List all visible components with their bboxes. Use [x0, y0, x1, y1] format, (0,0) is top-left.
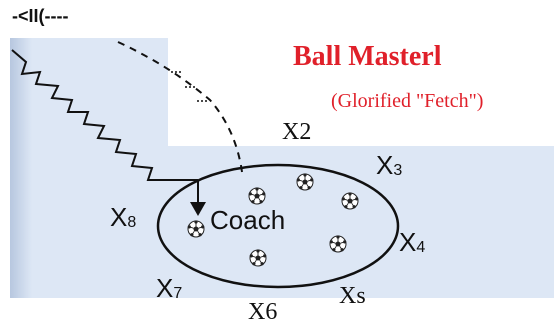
soccer-ball-icon: [296, 172, 314, 191]
zigzag-run-path: [11, 49, 198, 181]
dotted-marks: [171, 71, 207, 102]
position-x6: X6: [248, 299, 277, 324]
position-x4: X4: [399, 227, 425, 257]
soccer-ball-icon: [341, 191, 359, 210]
soccer-ball-icon: [329, 234, 347, 253]
soccer-ball-icon: [187, 219, 205, 238]
corner-mark: -<II(----: [12, 6, 68, 26]
position-x7: X7: [156, 273, 182, 303]
coach-label: Coach: [210, 205, 285, 235]
subtitle: (Glorified "Fetch"): [331, 90, 483, 112]
position-x5: Xs: [339, 283, 366, 309]
soccer-ball-icon: [248, 186, 266, 205]
position-x2: X2: [282, 119, 311, 145]
title: Ball Masterl: [293, 41, 442, 72]
dashed-throw-path: [117, 41, 243, 173]
coach-circle: [156, 163, 400, 289]
arrow-down-icon: [190, 180, 206, 216]
soccer-ball-icon: [249, 248, 267, 267]
position-x8: X8: [110, 202, 136, 232]
position-x3: X3: [376, 150, 402, 180]
field-area: [10, 38, 554, 298]
